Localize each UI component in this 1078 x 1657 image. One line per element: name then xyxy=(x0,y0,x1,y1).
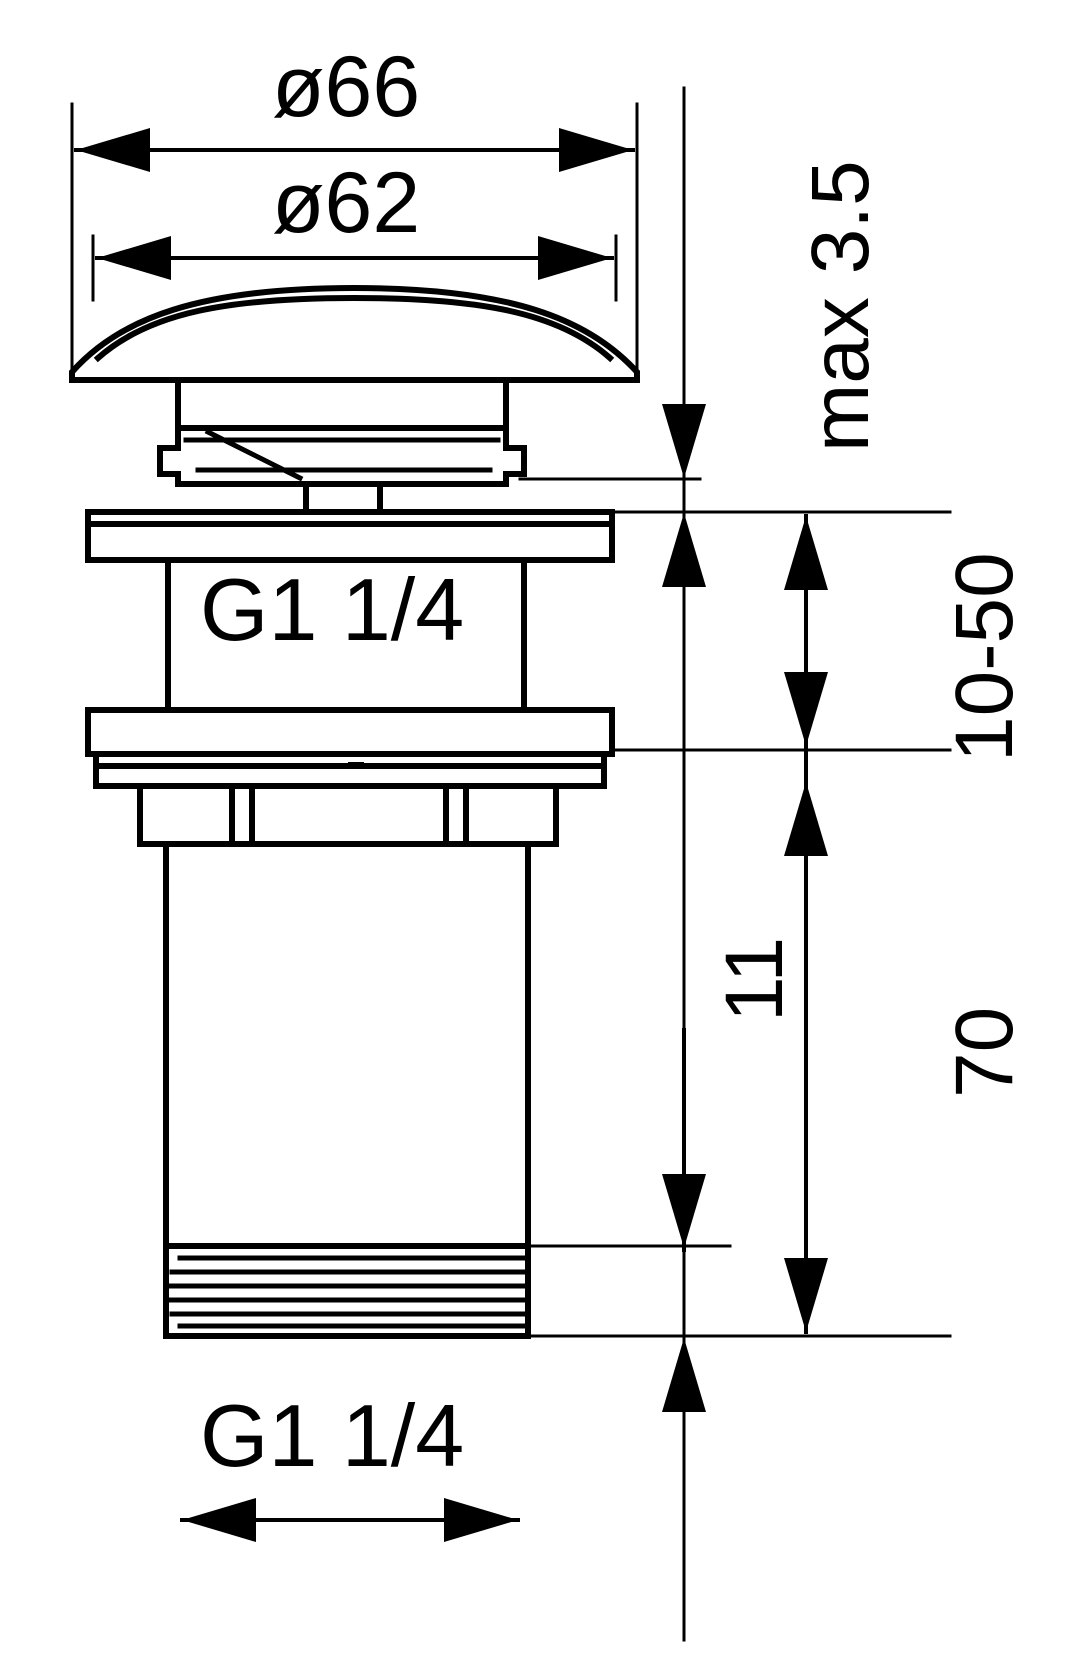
part-cap-skirt xyxy=(175,377,509,431)
dim-label-d66: ø66 xyxy=(272,39,421,135)
part-upper-flange-edge xyxy=(85,509,615,563)
dimension-arrows-d66 xyxy=(76,128,633,172)
dimension-arrows-d62 xyxy=(97,236,612,280)
part-body-shoulder xyxy=(137,783,559,847)
dim-label-thread-lower: G1 1/4 xyxy=(200,1386,465,1485)
part-cap xyxy=(69,284,640,383)
dimension-arrows-thread-length xyxy=(662,1174,706,1412)
dim-label-thread-length: 11 xyxy=(709,936,800,1022)
part-lower-nut xyxy=(85,707,615,757)
dimension-arrows-thread-lower xyxy=(182,1498,518,1542)
dim-label-total-length: 70 xyxy=(939,1006,1030,1098)
dim-label-d62: ø62 xyxy=(272,155,421,251)
part-bottom-thread-grooves xyxy=(165,1255,531,1329)
part-body-tube xyxy=(163,841,531,1249)
dim-label-thread-upper: G1 1/4 xyxy=(200,560,465,659)
dim-label-range: 10-50 xyxy=(939,552,1030,762)
part-cap-dome-inner xyxy=(93,294,615,363)
dimension-arrows-total-length xyxy=(784,782,828,1332)
part-neck xyxy=(165,557,527,713)
part-lower-washer xyxy=(93,751,607,789)
part-seal-hatch xyxy=(183,428,501,482)
dim-label-max35: max 3.5 xyxy=(795,160,886,452)
part-pin xyxy=(303,481,383,515)
part-upper-flange xyxy=(85,509,615,563)
dimension-arrows-max35 xyxy=(662,404,706,587)
